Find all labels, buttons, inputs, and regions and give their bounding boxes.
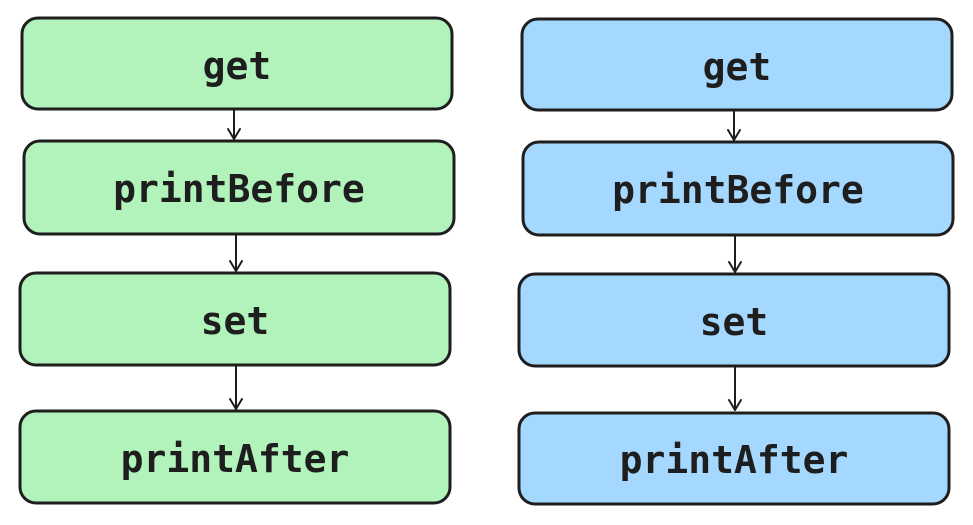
left-arrowhead-3 [229,398,243,410]
left-node-printafter [18,409,452,505]
right-node-get [520,17,954,112]
right-node-printafter-label: printAfter [620,438,849,482]
right-arrowhead-1 [727,129,741,141]
right-node-printafter [517,411,951,506]
left-node-printbefore-label: printBefore [113,167,365,211]
right-node-set-label: set [700,300,769,344]
left-node-get [20,16,454,111]
flow-left: get printBefore set printAfter [18,16,456,505]
right-node-printbefore-label: printBefore [612,168,864,212]
left-node-printbefore [22,139,456,236]
left-arrowhead-2 [229,260,243,272]
left-arrowhead-1 [227,128,241,140]
right-node-printbefore [521,140,955,237]
right-arrowhead-2 [728,261,742,273]
right-arrowhead-3 [728,399,742,411]
left-node-get-label: get [203,44,272,88]
left-node-printafter-label: printAfter [121,437,350,481]
flow-right: get printBefore set printAfter [517,17,955,506]
right-node-get-label: get [703,45,772,89]
left-node-set-label: set [201,299,270,343]
